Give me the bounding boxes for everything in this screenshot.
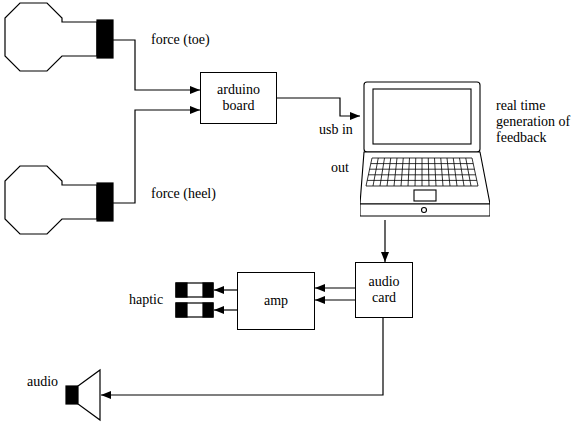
connector-label: usb in bbox=[318, 122, 354, 138]
laptop-drawing bbox=[360, 80, 490, 220]
shoe-outline bbox=[5, 166, 97, 234]
haptic-wire bbox=[214, 289, 237, 290]
haptic-actuator bbox=[176, 303, 213, 317]
signal-arrow bbox=[315, 287, 355, 288]
haptic-actuator bbox=[176, 283, 213, 297]
box-label: amp bbox=[264, 293, 288, 309]
box-label: audio card bbox=[360, 274, 408, 306]
shoe-heel bbox=[5, 166, 113, 234]
shoe-toe bbox=[5, 3, 113, 71]
laptop-lid bbox=[364, 82, 480, 152]
laptop-computer: real time generation of feedback bbox=[360, 80, 490, 220]
signal-arrow bbox=[277, 98, 360, 116]
process-box: amp bbox=[237, 272, 315, 330]
annotation-text: real time generation of feedback bbox=[496, 98, 572, 146]
wires bbox=[101, 40, 383, 395]
keyboard bbox=[366, 158, 478, 186]
force-sensor bbox=[97, 20, 113, 58]
laptop-screen bbox=[373, 89, 471, 144]
signal-label: force (toe) bbox=[150, 32, 211, 48]
loudspeaker bbox=[66, 370, 100, 420]
touchpad bbox=[414, 190, 436, 201]
signal-arrow bbox=[384, 220, 385, 262]
haptic-wire bbox=[214, 309, 237, 310]
latch bbox=[422, 208, 427, 213]
signal-label: force (heel) bbox=[150, 186, 217, 202]
connector-label: out bbox=[330, 160, 350, 176]
laptop-front bbox=[360, 204, 490, 216]
signal-arrow bbox=[315, 299, 355, 300]
signal-label: audio bbox=[26, 374, 59, 390]
shoe-outline bbox=[5, 3, 97, 71]
process-box: arduino board bbox=[200, 72, 277, 124]
signal-label: haptic bbox=[128, 292, 164, 308]
force-sensor bbox=[97, 183, 113, 221]
process-box: audio card bbox=[355, 262, 413, 318]
laptop-base bbox=[360, 152, 490, 204]
box-label: arduino board bbox=[205, 82, 272, 114]
